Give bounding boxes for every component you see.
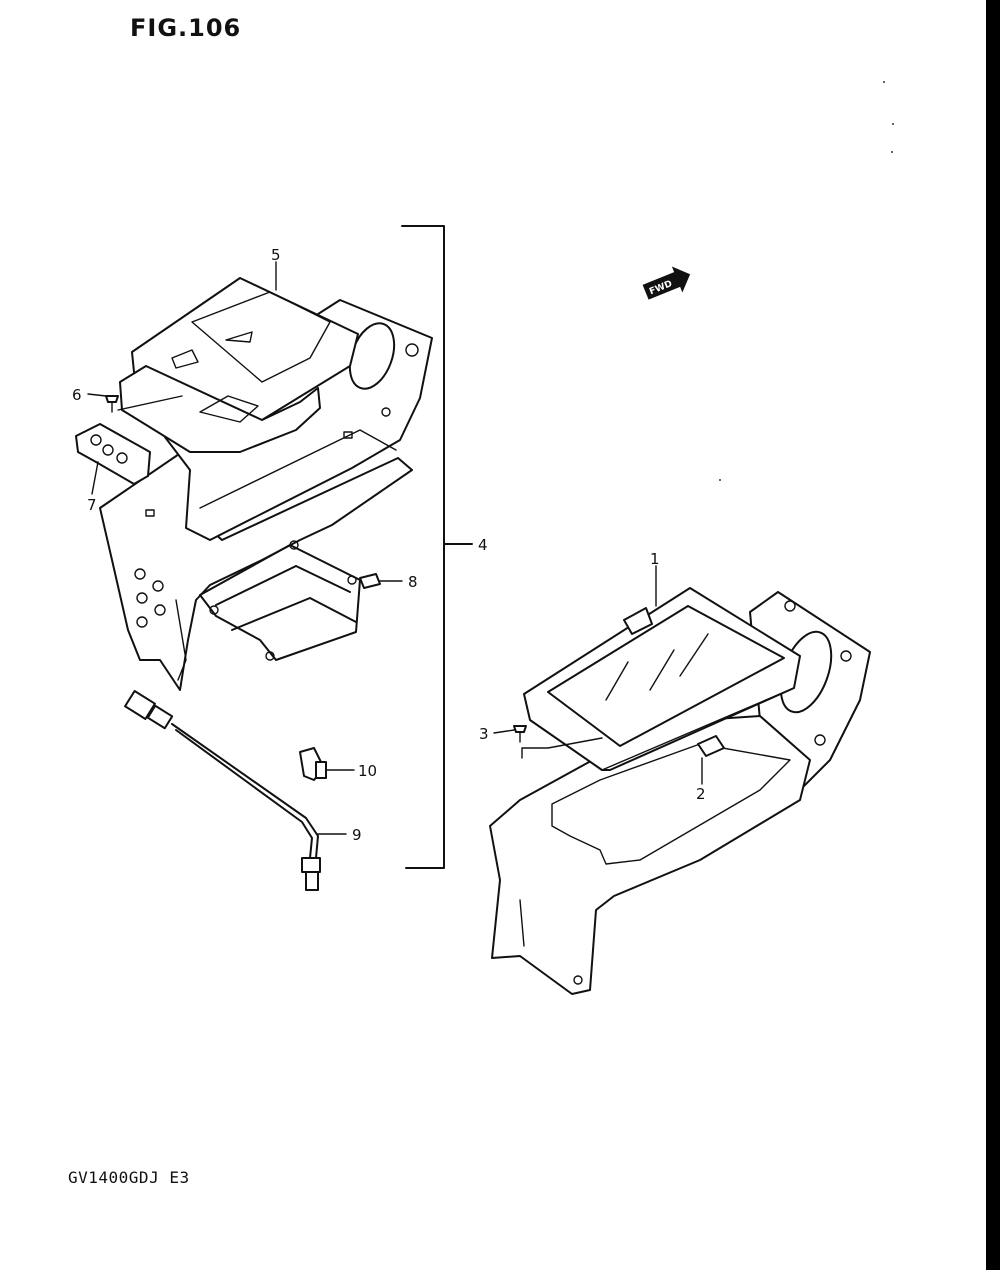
panel-hole [154, 604, 166, 616]
scan-speck [883, 81, 885, 83]
cable-nut [146, 704, 174, 730]
frame-tab [359, 573, 381, 589]
clip-body [315, 761, 327, 779]
glass-glint [605, 661, 629, 701]
callout-7: 7 [87, 496, 97, 514]
bolt-hole [405, 343, 419, 357]
callout-4: 4 [478, 536, 488, 554]
part-8-frame [199, 544, 361, 661]
slot [145, 509, 155, 517]
box-latch [199, 395, 259, 423]
leader-6 [87, 393, 107, 397]
clip-hole [90, 434, 102, 446]
leader-3b [521, 737, 603, 759]
scan-edge-border [986, 0, 1000, 1270]
frame-hole [209, 605, 219, 615]
group-bracket [401, 225, 445, 869]
leader-6b [117, 395, 183, 411]
frame-hole [265, 651, 275, 661]
clip-hole [116, 452, 128, 464]
frame-bar [231, 597, 357, 631]
panel-hole [136, 616, 148, 628]
callout-1: 1 [650, 550, 660, 568]
part-6-screw [105, 395, 119, 403]
bolt-hole [814, 734, 826, 746]
part-9-cable [171, 723, 319, 859]
panel-recess [551, 743, 791, 865]
frame-hole [347, 575, 357, 585]
meter-tab [623, 607, 653, 635]
frame-bar [215, 565, 351, 606]
right-lower-panel [489, 715, 811, 995]
model-code: GV1400GDJ E3 [68, 1168, 190, 1187]
lid-recess [191, 291, 331, 383]
scan-speck [891, 151, 893, 153]
slot [343, 431, 353, 439]
lid-tab [225, 331, 253, 343]
scan-speck [719, 479, 721, 481]
glass-glint [679, 633, 709, 677]
panel-hole [134, 568, 146, 580]
panel-hole [136, 592, 148, 604]
part-2-clip [697, 735, 725, 757]
callout-3: 3 [479, 725, 489, 743]
bolt-hole [784, 600, 796, 612]
tray-edge [199, 429, 397, 509]
left-assembly [75, 277, 433, 891]
bolt-hole [573, 975, 583, 985]
glass-glint [649, 649, 675, 691]
part-3-screw [513, 725, 527, 733]
cable-fitting [301, 857, 321, 873]
leader-7 [91, 461, 99, 495]
callout-5: 5 [271, 246, 281, 264]
left-box-body [119, 365, 321, 453]
cable-edge [175, 729, 313, 859]
callout-9: 9 [352, 826, 362, 844]
bolt-hole [840, 650, 852, 662]
fwd-arrow-icon: FWD [642, 266, 691, 300]
leader-3 [493, 729, 515, 734]
part-7-clip [75, 423, 151, 485]
bolt-hole [381, 407, 391, 417]
meter-window [547, 605, 785, 747]
figure-title: FIG.106 [130, 14, 242, 42]
panel-edge [175, 599, 187, 681]
cable-connector-top [124, 690, 156, 720]
callout-6: 6 [72, 386, 82, 404]
clip-hole [102, 444, 114, 456]
callout-8: 8 [408, 573, 418, 591]
panel-edge [519, 899, 525, 947]
callout-2: 2 [696, 785, 706, 803]
lid-latch [171, 349, 199, 369]
frame-hole [289, 540, 299, 550]
panel-hole [152, 580, 164, 592]
right-assembly [489, 587, 871, 995]
meter-edge [529, 687, 795, 771]
cable-tip [305, 871, 319, 891]
scan-speck [892, 123, 894, 125]
callout-10: 10 [358, 762, 377, 780]
